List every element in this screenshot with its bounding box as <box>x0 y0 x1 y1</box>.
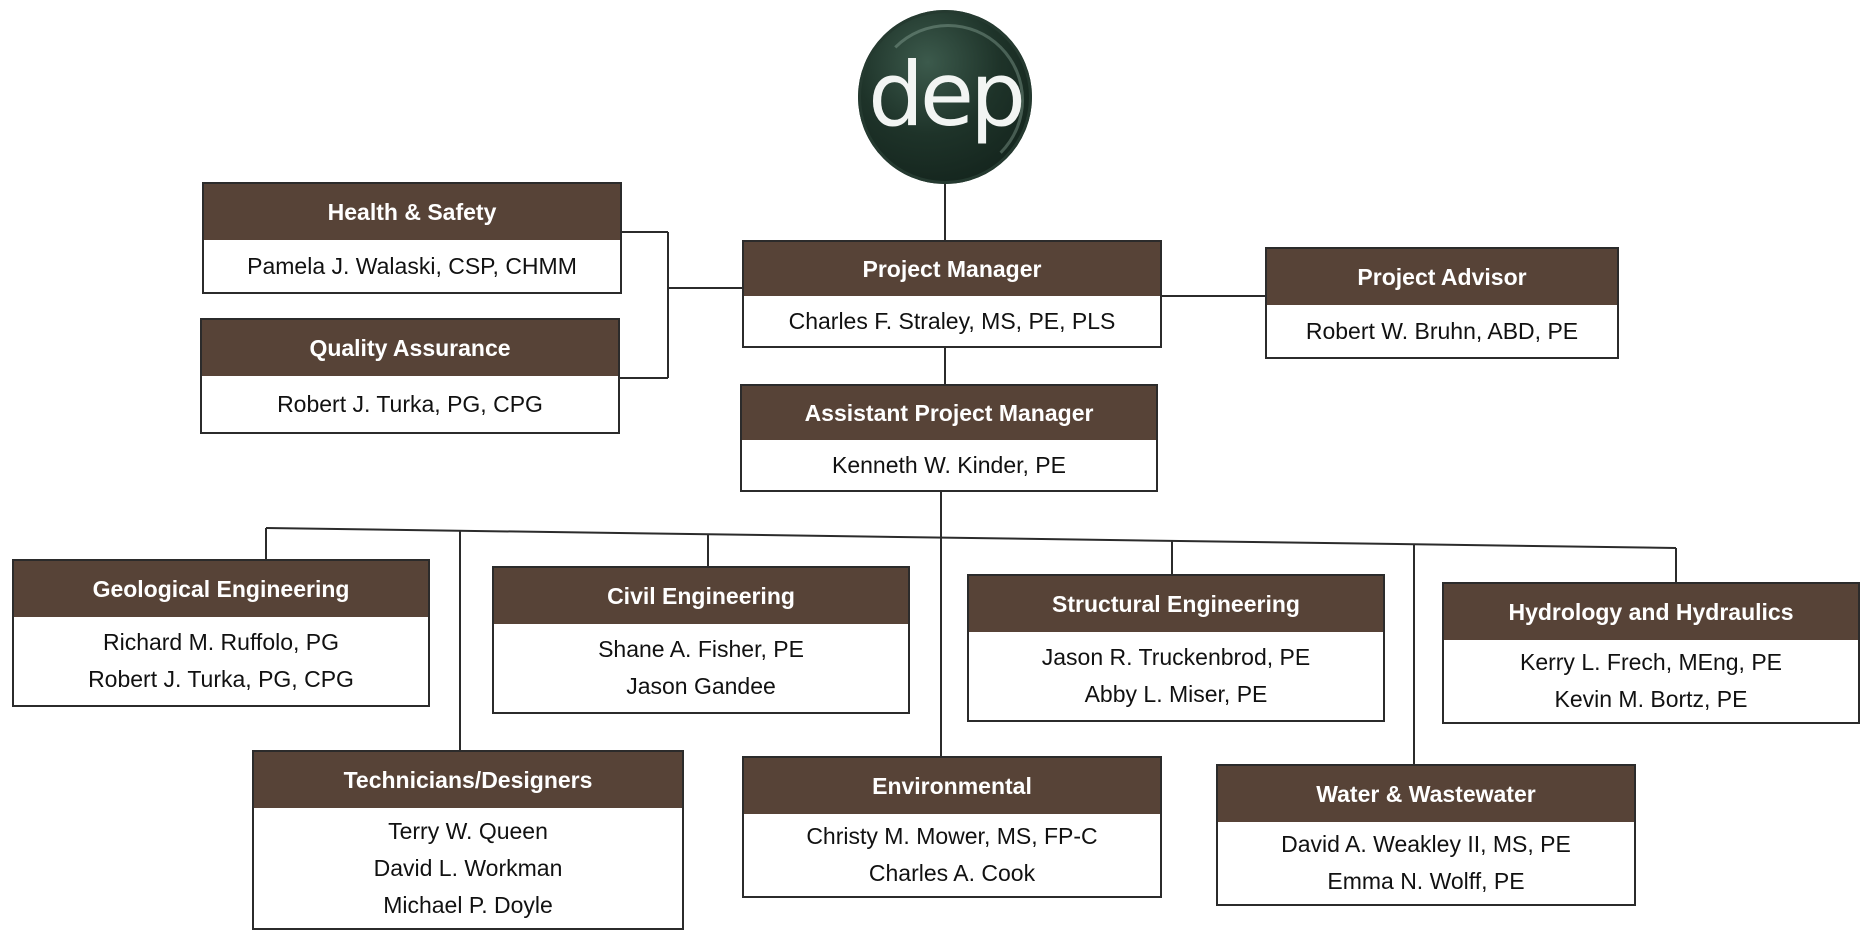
person-name: Charles F. Straley, MS, PE, PLS <box>788 307 1116 334</box>
box-title: Health & Safety <box>204 184 620 240</box>
box-quality-assurance: Quality Assurance Robert J. Turka, PG, C… <box>200 318 620 434</box>
connector-main-bar <box>265 527 1677 549</box>
box-title: Project Advisor <box>1267 249 1617 305</box>
logo-ring <box>872 24 1024 176</box>
person-name: Robert W. Bruhn, ABD, PE <box>1305 317 1579 344</box>
box-title: Civil Engineering <box>494 568 908 624</box>
person-name: Emma N. Wolff, PE <box>1327 868 1525 894</box>
box-names: Pamela J. Walaski, CSP, CHMM <box>204 240 620 292</box>
person-name: Michael P. Doyle <box>383 891 553 918</box>
person-name: Pamela J. Walaski, CSP, CHMM <box>247 252 577 279</box>
box-assistant-project-manager: Assistant Project Manager Kenneth W. Kin… <box>740 384 1158 492</box>
box-title: Hydrology and Hydraulics <box>1444 584 1858 640</box>
box-names: Jason R. Truckenbrod, PE Abby L. Miser, … <box>969 632 1383 720</box>
logo-text: dep <box>868 43 1026 146</box>
box-environmental: Environmental Christy M. Mower, MS, FP-C… <box>742 756 1162 898</box>
box-geological-engineering: Geological Engineering Richard M. Ruffol… <box>12 559 430 707</box>
person-name: Charles A. Cook <box>868 860 1036 886</box>
box-names: Robert J. Turka, PG, CPG <box>202 376 618 432</box>
person-name: Kenneth W. Kinder, PE <box>832 451 1066 478</box>
dep-logo: dep <box>858 10 1032 184</box>
box-names: Terry W. Queen David L. Workman Michael … <box>254 808 682 928</box>
person-name: David A. Weakley II, MS, PE <box>1281 831 1571 857</box>
box-title: Technicians/Designers <box>254 752 682 808</box>
person-name: Christy M. Mower, MS, FP-C <box>806 823 1098 849</box>
person-name: David L. Workman <box>373 854 563 881</box>
box-names: David A. Weakley II, MS, PE Emma N. Wolf… <box>1218 822 1634 904</box>
person-name: Jason R. Truckenbrod, PE <box>1041 644 1311 670</box>
box-structural-engineering: Structural Engineering Jason R. Truckenb… <box>967 574 1385 722</box>
box-names: Shane A. Fisher, PE Jason Gandee <box>494 624 908 712</box>
box-title: Project Manager <box>744 242 1160 296</box>
person-name: Terry W. Queen <box>388 817 548 844</box>
box-health-safety: Health & Safety Pamela J. Walaski, CSP, … <box>202 182 622 294</box>
box-names: Kenneth W. Kinder, PE <box>742 440 1156 490</box>
box-names: Kerry L. Frech, MEng, PE Kevin M. Bortz,… <box>1444 640 1858 722</box>
box-names: Richard M. Ruffolo, PG Robert J. Turka, … <box>14 617 428 705</box>
box-project-manager: Project Manager Charles F. Straley, MS, … <box>742 240 1162 348</box>
box-title: Geological Engineering <box>14 561 428 617</box>
box-title: Water & Wastewater <box>1218 766 1634 822</box>
person-name: Kerry L. Frech, MEng, PE <box>1519 649 1783 675</box>
box-names: Christy M. Mower, MS, FP-C Charles A. Co… <box>744 814 1160 896</box>
box-names: Robert W. Bruhn, ABD, PE <box>1267 305 1617 357</box>
box-title: Environmental <box>744 758 1160 814</box>
person-name: Shane A. Fisher, PE <box>598 636 804 662</box>
box-title: Quality Assurance <box>202 320 618 376</box>
person-name: Kevin M. Bortz, PE <box>1554 686 1748 712</box>
person-name: Robert J. Turka, PG, CPG <box>277 390 543 417</box>
box-civil-engineering: Civil Engineering Shane A. Fisher, PE Ja… <box>492 566 910 714</box>
box-hydrology-hydraulics: Hydrology and Hydraulics Kerry L. Frech,… <box>1442 582 1860 724</box>
box-technicians-designers: Technicians/Designers Terry W. Queen Dav… <box>252 750 684 930</box>
box-title: Structural Engineering <box>969 576 1383 632</box>
box-water-wastewater: Water & Wastewater David A. Weakley II, … <box>1216 764 1636 906</box>
box-names: Charles F. Straley, MS, PE, PLS <box>744 296 1160 346</box>
box-project-advisor: Project Advisor Robert W. Bruhn, ABD, PE <box>1265 247 1619 359</box>
person-name: Richard M. Ruffolo, PG <box>102 629 340 655</box>
person-name: Jason Gandee <box>626 673 776 699</box>
person-name: Robert J. Turka, PG, CPG <box>88 666 354 692</box>
box-title: Assistant Project Manager <box>742 386 1156 440</box>
person-name: Abby L. Miser, PE <box>1084 681 1268 707</box>
